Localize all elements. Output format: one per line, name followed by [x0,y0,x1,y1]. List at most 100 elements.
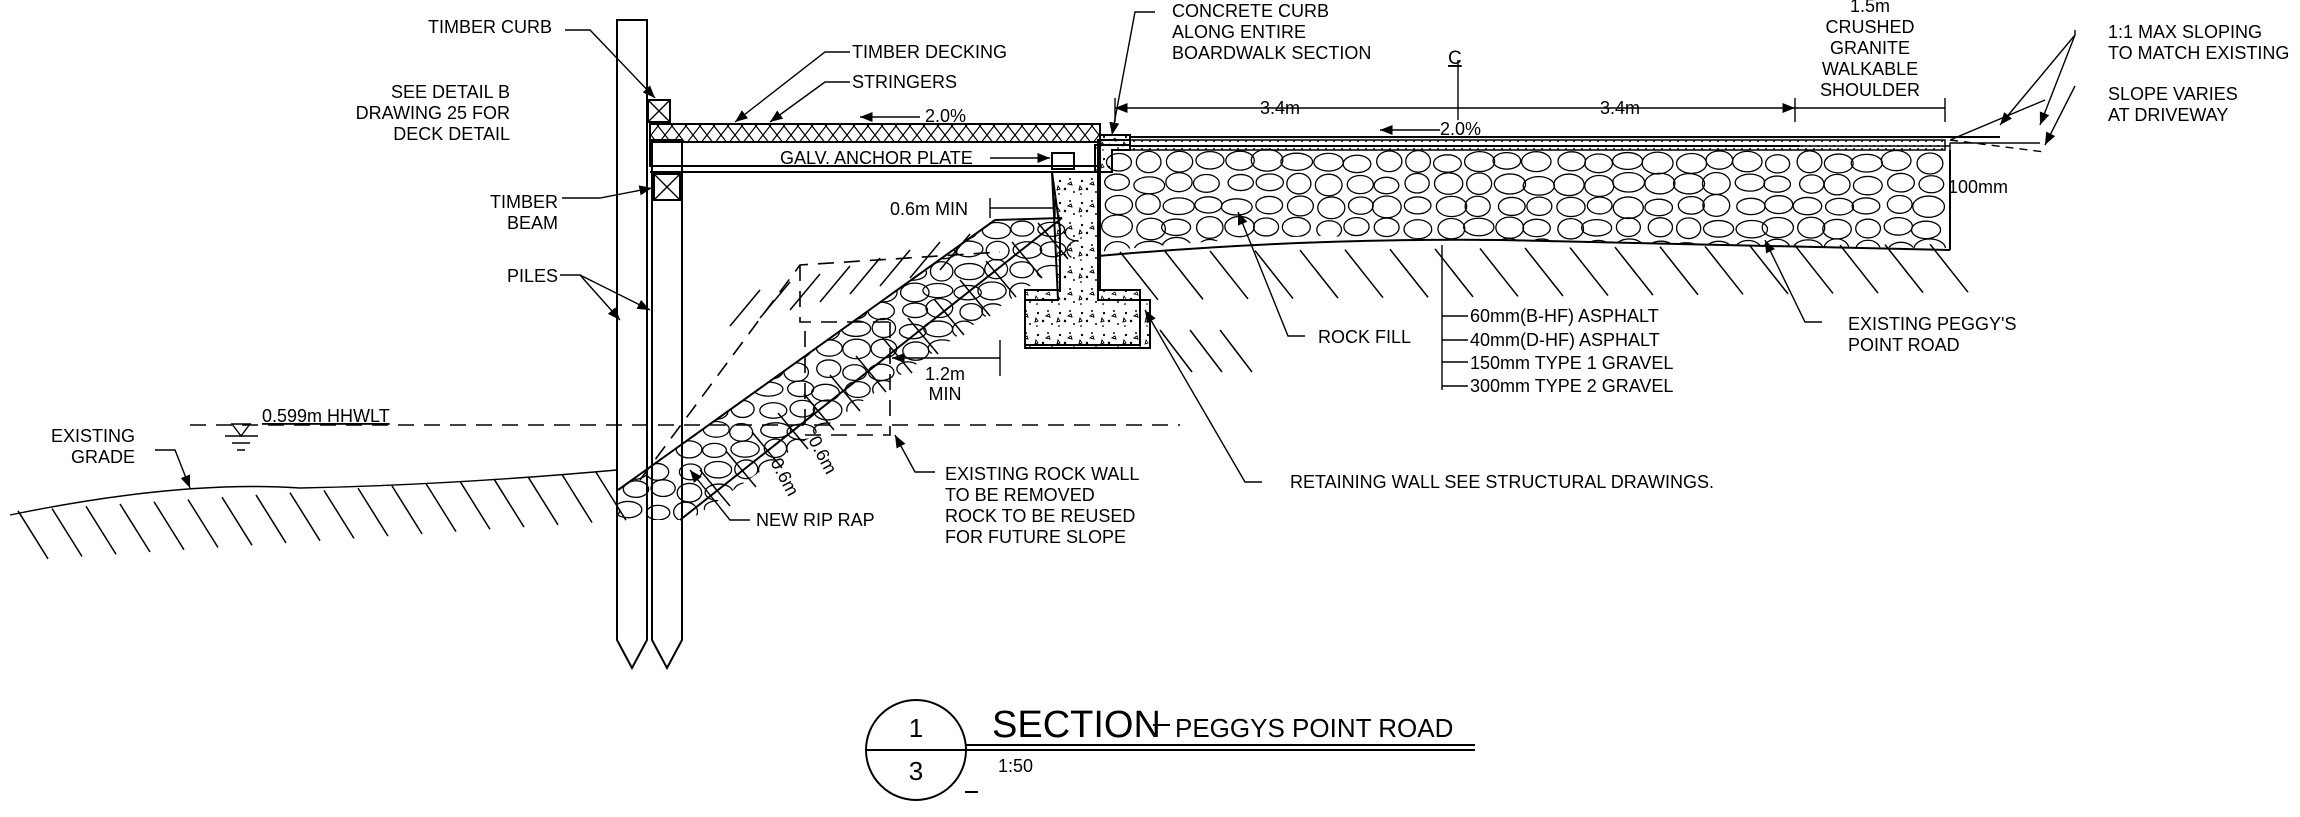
rock-stone [1013,443,1042,462]
hatch-line [187,499,219,548]
rock-stone [925,441,953,457]
rock-stone [1463,150,1496,173]
rock-stone [1586,196,1613,215]
rock-stone [809,221,840,238]
label-dim-right: 3.4m [1600,98,1640,118]
rock-stone [954,418,983,439]
rock-stone [1373,217,1400,238]
rock-stone [1227,173,1255,192]
rock-stone [955,440,984,462]
label-piles: PILES [507,266,558,286]
hatch-line [1524,247,1564,297]
rock-stone [1612,196,1644,220]
rock-stone [951,320,977,339]
existing-grade-line [9,469,618,516]
label-rock-wall-2: TO BE REMOVED [945,485,1095,505]
rock-stone [708,382,732,403]
rock-stone [587,380,616,400]
rock-stone [842,364,867,382]
rock-stone [1463,217,1495,237]
hatch-line [85,505,117,555]
hatch-line [909,241,941,279]
hatch-line [1254,250,1294,300]
rock-stone [838,462,867,479]
rock-stone [842,419,871,438]
rock-stone [953,284,982,301]
rock-stone [809,482,841,503]
hatch-line [119,503,151,553]
rock-stone [985,240,1010,261]
rock-stone [1520,151,1552,173]
title-block: 1 3 SECTION PEGGYS POINT ROAD 1:50 [865,699,1475,801]
rock-stone [838,222,868,243]
label-max-sloping-2: TO MATCH EXISTING [2108,43,2289,63]
rock-stone [701,240,731,261]
rock-stone [814,320,841,341]
hatch-line [221,496,253,546]
rock-stone [1764,154,1791,174]
rock-stone [1104,173,1130,191]
rock-stone [670,281,700,298]
rock-stone [1252,217,1280,237]
rock-stone [815,339,843,357]
rock-fill [1097,148,1951,257]
rock-stone [1731,150,1763,173]
hatch-line [595,471,627,521]
rock-stone [1133,176,1166,195]
rock-stone [1492,151,1522,170]
rock-stone [732,482,757,503]
label-concrete-curb-1: CONCRETE CURB [1172,1,1329,21]
title-sheet: 3 [909,756,923,786]
rock-stone [1377,238,1404,252]
hatch-line [1479,247,1519,297]
rock-stone [1644,198,1674,217]
rock-stone [645,361,677,381]
label-timber-beam-2: BEAM [507,213,558,233]
label-shoulder-4: WALKABLE [1822,59,1918,79]
rock-stone [1280,152,1314,171]
rock-stone [620,240,651,257]
label-slope-varies-2: AT DRIVEWAY [2108,105,2228,125]
rock-stone [1006,378,1034,399]
rock-stone [760,422,792,439]
rock-stone [1823,173,1851,196]
rock-stone [896,480,924,502]
rock-stone [1014,402,1042,420]
dimension-lines [860,60,2046,390]
hatch-line [729,289,761,327]
rock-stone [1677,195,1705,215]
rock-stone [759,402,788,419]
rock-stone [670,383,699,400]
hatch-line [255,494,287,544]
hatch-line [829,374,861,412]
rock-stone [1763,175,1792,193]
rock-stone [1702,193,1731,217]
hatch-line [1011,241,1043,279]
rock-stone [1435,195,1468,218]
rock-stone [730,399,755,419]
rock-stone [925,297,954,319]
rock-stone [1584,153,1614,174]
rock-stone [787,220,817,240]
rock-stone [1195,215,1224,239]
label-max-sloping-1: 1:1 MAX SLOPING [2108,22,2262,42]
rock-stone [1012,423,1038,443]
rock-stone [844,441,875,460]
hatch-line [1794,244,1834,294]
label-deck-slope: 2.0% [925,106,966,126]
hatch-line [357,487,389,537]
rock-stone [954,262,985,281]
rock-stone [1851,197,1881,215]
rock-stone [1526,196,1553,217]
hatch-line [803,393,835,431]
rock-stone [622,423,650,443]
rock-stone [725,499,756,520]
hatch-line [939,233,971,271]
label-anchor-plate: GALV. ANCHOR PLATE [780,148,973,168]
rock-stone [1314,173,1343,197]
rock-stone [1220,198,1253,216]
existing-rock-wall-outline [639,251,1001,481]
rock-stone [1886,194,1913,214]
rock-stone [730,440,760,458]
rock-stone [1195,150,1225,170]
